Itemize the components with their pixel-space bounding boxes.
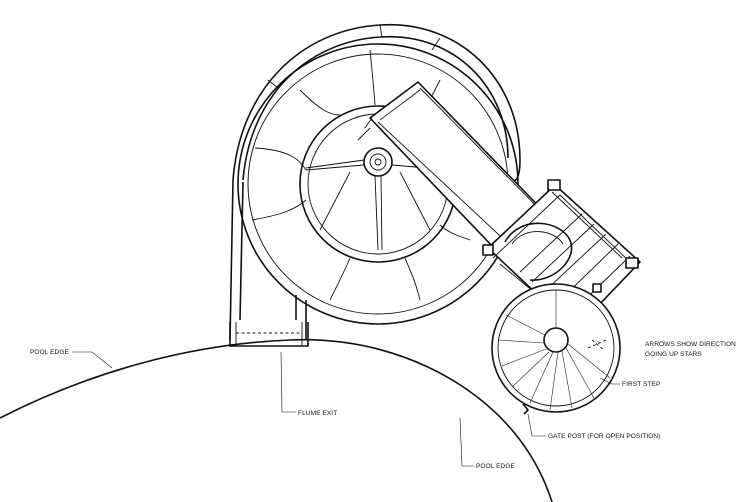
pool-edge-arc [0, 338, 553, 502]
gate-post [522, 403, 529, 415]
arrows-note-line2: GOING UP STARS [645, 351, 702, 358]
flume-spiral [229, 24, 521, 341]
pool-edge-label-bottom: POOL EDGE [476, 463, 516, 470]
flume-exit-chute [229, 322, 309, 347]
leader-lines [72, 351, 620, 467]
first-step-label: FIRST STEP [622, 381, 660, 388]
arrows-note-line1: ARROWS SHOW DIRECTION [645, 341, 736, 348]
gate-post-label: GATE POST (FOR OPEN POSITION) [548, 433, 660, 440]
spiral-staircase [491, 283, 621, 413]
pool-edge-label-left: POOL EDGE [30, 349, 70, 356]
flume-exit-label: FLUME EXIT [298, 410, 337, 417]
